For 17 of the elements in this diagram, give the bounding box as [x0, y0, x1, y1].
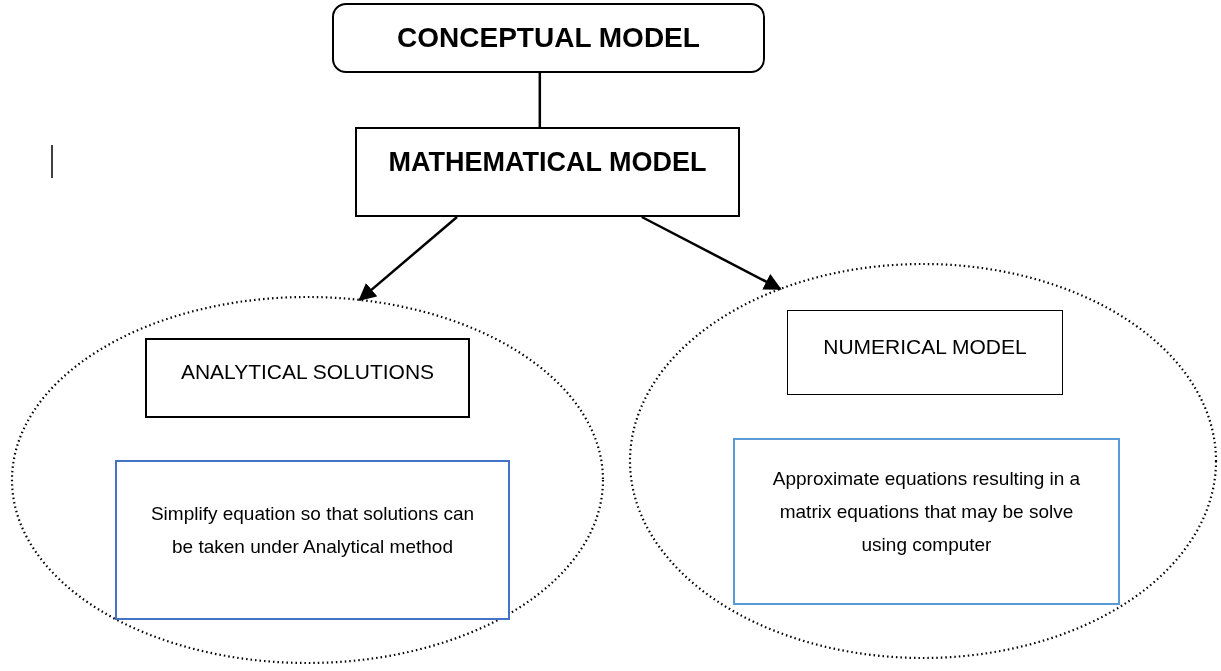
label: NUMERICAL MODEL	[823, 333, 1027, 360]
process-box	[355, 127, 740, 217]
process-box	[145, 338, 470, 418]
process-box	[332, 3, 765, 73]
dotted-ellipse	[10, 295, 605, 665]
text-box	[115, 460, 510, 620]
label: MATHEMATICAL MODEL	[388, 145, 707, 179]
text-box	[733, 438, 1120, 605]
connector-line	[538, 73, 542, 127]
dotted-ellipse	[628, 262, 1218, 660]
label: Simplify equation so that solutions can be taken under Analytical method	[149, 501, 476, 559]
arrow	[641, 215, 782, 291]
label: CONCEPTUAL MODEL	[397, 21, 700, 55]
process-box	[787, 310, 1063, 395]
label: ANALYTICAL SOLUTIONS	[180, 359, 435, 385]
label: Approximate equations resulting in a matrix equations that may be solve using computer	[771, 466, 1082, 558]
arrow	[358, 216, 458, 301]
